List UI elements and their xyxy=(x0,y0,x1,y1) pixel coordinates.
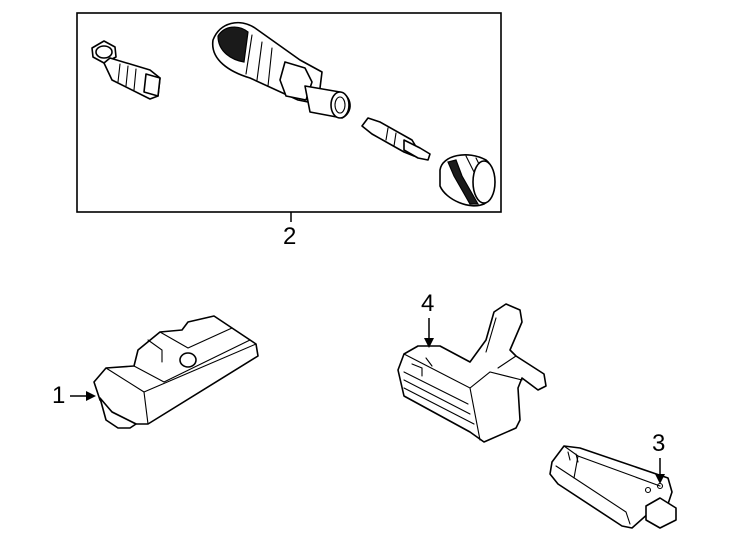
sensor-module-part xyxy=(549,445,677,529)
leader-4 xyxy=(424,318,434,348)
valve-cap-part xyxy=(439,154,496,207)
tpms-sensor-part xyxy=(93,315,259,429)
valve-pin-part xyxy=(361,117,431,161)
callout-part-3: 3 xyxy=(652,430,666,457)
callout-part-4: 4 xyxy=(421,290,435,317)
leader-3 xyxy=(655,458,665,484)
callout-part-2: 2 xyxy=(283,223,297,250)
kit-frame xyxy=(76,12,502,213)
valve-core-part xyxy=(91,40,161,100)
callout-part-1: 1 xyxy=(52,382,66,409)
sensor-housing-part xyxy=(397,303,547,443)
leader-1 xyxy=(70,391,96,401)
valve-stem-part xyxy=(212,21,351,119)
